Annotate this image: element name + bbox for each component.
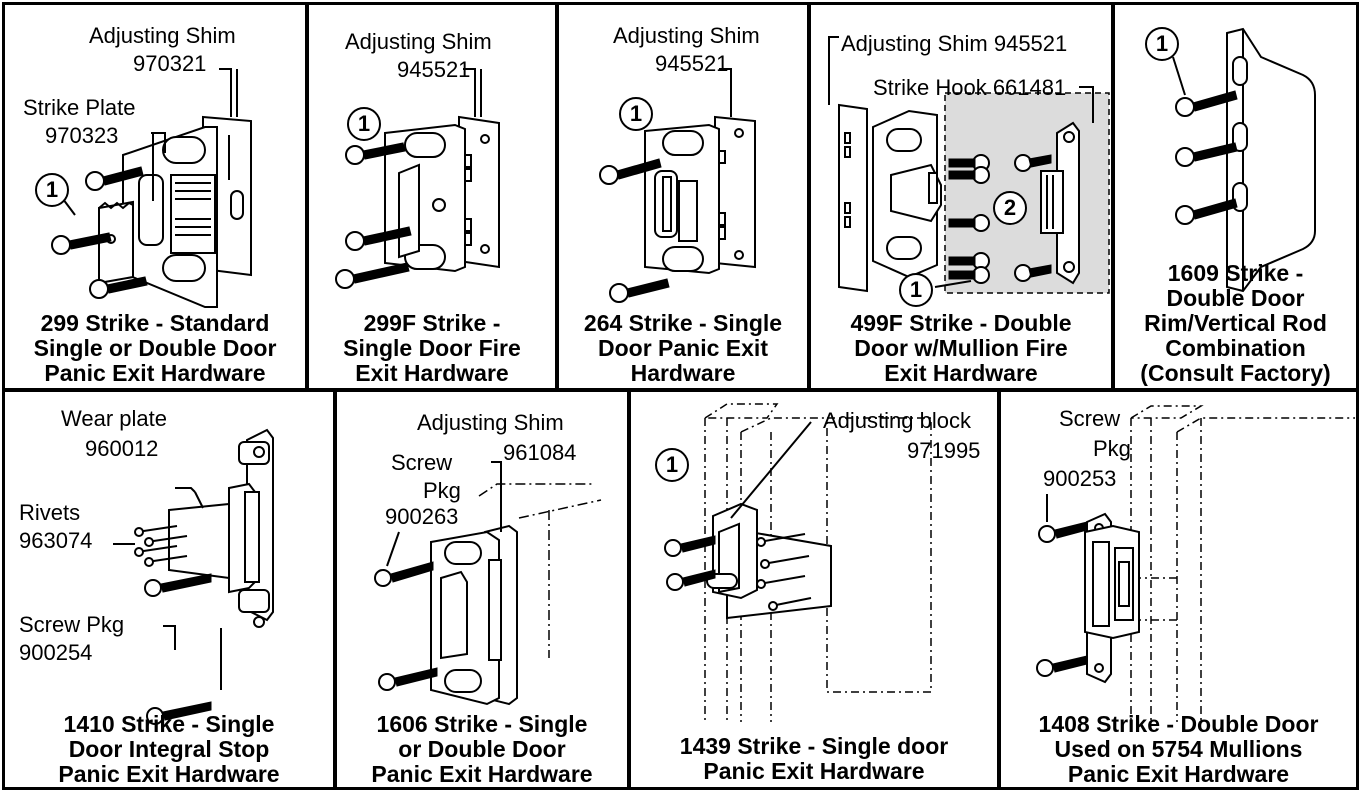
label-adjusting-block: Adjusting block xyxy=(823,408,971,433)
panel-499f-strike: Adjusting Shim 945521 Strike Hook 661481… xyxy=(808,2,1114,391)
label-adjusting-shim: Adjusting Shim xyxy=(613,23,760,48)
callout-1: 1 xyxy=(619,97,653,131)
diagram-1609-strike xyxy=(1172,27,1316,293)
panel-299-strike: Adjusting Shim 970321 Strike Plate 97032… xyxy=(2,2,308,391)
label-screw-pkg: Screw Pkg xyxy=(19,612,125,637)
diagram-299-strike xyxy=(51,68,252,308)
label-part-945521: 945521 xyxy=(655,51,729,76)
label-part-971995: 971995 xyxy=(907,438,981,463)
panel-1439-strike: Adjusting block 971995 1 1439 Strike - S… xyxy=(628,389,1000,790)
panel-1606-strike: Adjusting Shim 961084 Screw Pkg 900263 1… xyxy=(334,389,630,790)
label-screw: Screw xyxy=(1059,406,1121,431)
callout-1: 1 xyxy=(1145,27,1179,61)
label-part-963074: 963074 xyxy=(19,528,93,553)
label-part-900253: 900253 xyxy=(1043,466,1117,491)
label-rivets: Rivets xyxy=(19,500,81,525)
label-strike-hook-661481: Strike Hook 661481 xyxy=(873,75,1067,100)
label-adjusting-shim: Adjusting Shim xyxy=(417,410,564,435)
label-adjusting-shim: Adjusting Shim xyxy=(89,23,236,48)
label-wear-plate: Wear plate xyxy=(61,406,167,431)
diagram-1606-strike xyxy=(374,461,602,706)
diagram-299f-strike xyxy=(335,68,500,289)
label-part-900263: 900263 xyxy=(385,504,459,529)
label-adjusting-shim-945521: Adjusting Shim 945521 xyxy=(841,31,1068,56)
callout-1: 1 xyxy=(655,448,689,482)
label-part-970323: 970323 xyxy=(45,123,119,148)
label-adjusting-shim: Adjusting Shim xyxy=(345,29,492,54)
label-part-960012: 960012 xyxy=(85,436,159,461)
diagram-499f-strike xyxy=(828,36,1110,294)
label-part-961084: 961084 xyxy=(503,440,577,465)
diagram-1410-strike xyxy=(113,428,274,725)
label-part-900254: 900254 xyxy=(19,640,93,665)
label-screw: Screw xyxy=(391,450,453,475)
label-strike-plate: Strike Plate xyxy=(23,95,136,120)
callout-1: 1 xyxy=(35,173,69,207)
panel-1408-strike: Screw Pkg 900253 1408 Strike - Double Do… xyxy=(998,389,1359,790)
diagram-264-strike xyxy=(599,68,756,303)
diagram-1408-strike xyxy=(1036,405,1355,722)
callout-1: 1 xyxy=(347,107,381,141)
panel-1410-strike: Wear plate 960012 Rivets 963074 Screw Pk… xyxy=(2,389,336,790)
label-pkg: Pkg xyxy=(423,478,461,503)
callout-2: 2 xyxy=(993,191,1027,225)
label-part-945521: 945521 xyxy=(397,57,471,82)
panel-264-strike: Adjusting Shim 945521 1 264 Strike - Sin… xyxy=(556,2,810,391)
diagram-1439-strike xyxy=(664,403,932,722)
callout-1: 1 xyxy=(899,273,933,307)
panel-299f-strike: Adjusting Shim 945521 1 299F Strike -Sin… xyxy=(306,2,558,391)
label-part-970321: 970321 xyxy=(133,51,207,76)
label-pkg: Pkg xyxy=(1093,436,1131,461)
